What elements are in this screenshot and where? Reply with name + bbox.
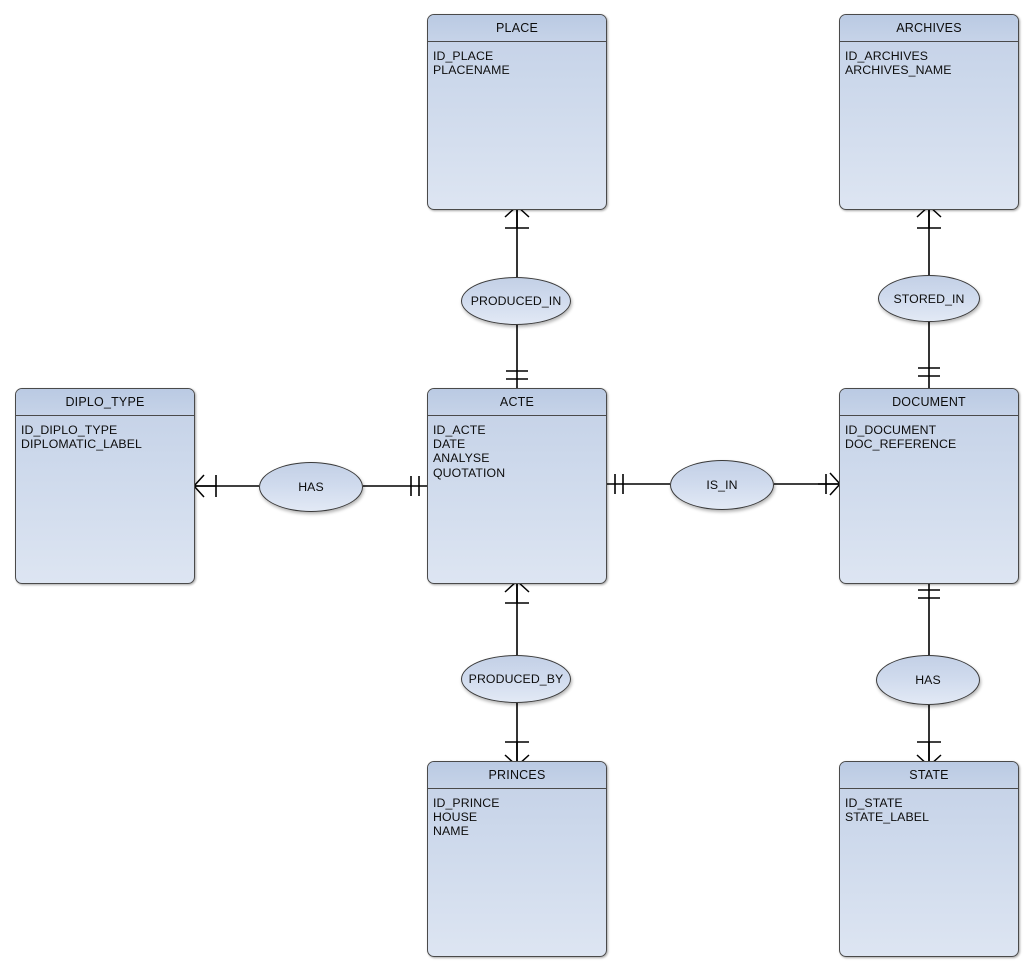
entity-attributes: ID_DIPLO_TYPE DIPLOMATIC_LABEL bbox=[16, 416, 194, 451]
attribute: DOC_REFERENCE bbox=[845, 437, 957, 452]
entity-attributes: ID_PRINCE HOUSE NAME bbox=[428, 789, 606, 839]
connector-document-state bbox=[916, 584, 942, 768]
attribute: ID_ACTE bbox=[433, 423, 486, 437]
entity-attributes: ID_ARCHIVES ARCHIVES_NAME bbox=[840, 42, 1018, 77]
entity-title: ARCHIVES bbox=[840, 15, 1018, 42]
attribute: DIPLOMATIC_LABEL bbox=[21, 437, 142, 452]
attribute: STATE_LABEL bbox=[845, 810, 930, 825]
entity-title: STATE bbox=[840, 762, 1018, 789]
entity-state[interactable]: STATE ID_STATE STATE_LABEL bbox=[839, 761, 1019, 957]
entity-attributes: ID_STATE STATE_LABEL bbox=[840, 789, 1018, 824]
relationship-is-in[interactable]: IS_IN bbox=[670, 460, 774, 510]
attribute: ID_DIPLO_TYPE bbox=[21, 423, 118, 437]
attribute: ID_PLACE bbox=[433, 49, 494, 63]
relationship-stored-in[interactable]: STORED_IN bbox=[878, 275, 980, 322]
entity-place[interactable]: PLACE ID_PLACE PLACENAME bbox=[427, 14, 607, 210]
attribute: ID_PRINCE bbox=[433, 796, 500, 810]
attribute: HOUSE bbox=[433, 810, 478, 825]
entity-title: PLACE bbox=[428, 15, 606, 42]
entity-princes[interactable]: PRINCES ID_PRINCE HOUSE NAME bbox=[427, 761, 607, 957]
entity-title: ACTE bbox=[428, 389, 606, 416]
entity-title: DIPLO_TYPE bbox=[16, 389, 194, 416]
entity-attributes: ID_DOCUMENT DOC_REFERENCE bbox=[840, 416, 1018, 451]
entity-document[interactable]: DOCUMENT ID_DOCUMENT DOC_REFERENCE bbox=[839, 388, 1019, 584]
relationship-label: STORED_IN bbox=[893, 291, 965, 306]
relationship-produced-by[interactable]: PRODUCED_BY bbox=[461, 655, 571, 703]
relationship-label: IS_IN bbox=[706, 478, 738, 492]
entity-title: PRINCES bbox=[428, 762, 606, 789]
entity-attributes: ID_ACTE DATE ANALYSE QUOTATION bbox=[428, 416, 606, 480]
entity-attributes: ID_PLACE PLACENAME bbox=[428, 42, 606, 77]
connector-acte-place bbox=[504, 204, 530, 388]
attribute: ID_DOCUMENT bbox=[845, 423, 937, 437]
attribute: DATE bbox=[433, 437, 466, 452]
relationship-label: HAS bbox=[298, 480, 324, 494]
attribute: PLACENAME bbox=[433, 63, 510, 78]
relationship-has-diplo-type[interactable]: HAS bbox=[259, 462, 363, 512]
attribute: NAME bbox=[433, 824, 469, 839]
attribute: ID_STATE bbox=[845, 796, 903, 810]
relationship-label: HAS bbox=[915, 673, 941, 687]
relationship-label: PRODUCED_BY bbox=[468, 672, 564, 686]
entity-acte[interactable]: ACTE ID_ACTE DATE ANALYSE QUOTATION bbox=[427, 388, 607, 584]
attribute: ID_ARCHIVES bbox=[845, 49, 929, 63]
entity-diplo-type[interactable]: DIPLO_TYPE ID_DIPLO_TYPE DIPLOMATIC_LABE… bbox=[15, 388, 195, 584]
relationship-label: PRODUCED_IN bbox=[470, 294, 562, 308]
relationship-has-state[interactable]: HAS bbox=[876, 655, 980, 705]
entity-archives[interactable]: ARCHIVES ID_ARCHIVES ARCHIVES_NAME bbox=[839, 14, 1019, 210]
attribute: QUOTATION bbox=[433, 465, 506, 480]
attribute: ANALYSE bbox=[433, 451, 490, 466]
entity-title: DOCUMENT bbox=[840, 389, 1018, 416]
attribute: ARCHIVES_NAME bbox=[845, 63, 952, 78]
relationship-produced-in[interactable]: PRODUCED_IN bbox=[461, 277, 571, 325]
